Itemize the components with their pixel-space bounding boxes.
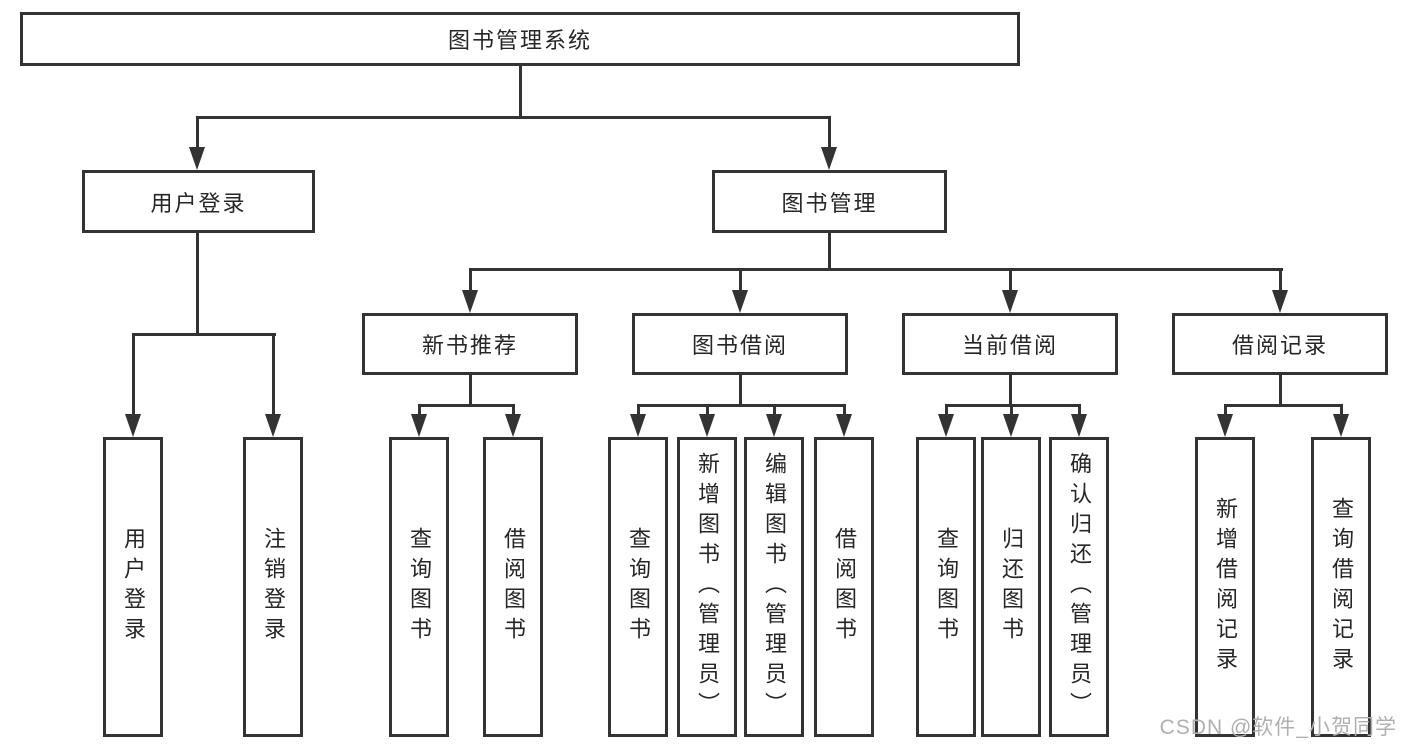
connector-line xyxy=(469,268,472,292)
connector-line xyxy=(196,116,199,150)
connector-line xyxy=(132,333,135,416)
leaf-add-borrow-record: 新增借阅记录 xyxy=(1195,437,1255,737)
connector-line xyxy=(1009,373,1012,406)
arrow-down-icon xyxy=(189,147,205,170)
arrow-down-icon xyxy=(1002,290,1018,313)
connector-line xyxy=(1010,404,1013,416)
connector-line xyxy=(706,404,709,416)
leaf-borrow-books-new: 借阅图书 xyxy=(483,437,543,737)
connector-line xyxy=(843,404,846,416)
leaf-edit-books-admin: 编辑图书（管理员） xyxy=(744,437,804,737)
node-user-login: 用户登录 xyxy=(82,170,315,233)
connector-line xyxy=(945,404,948,416)
connector-line xyxy=(132,333,276,336)
connector-line xyxy=(418,404,515,407)
leaf-query-books-new: 查询图书 xyxy=(389,437,449,737)
connector-line xyxy=(739,373,742,406)
watermark: CSDN @软件_小贺同学 xyxy=(1159,716,1397,739)
connector-line xyxy=(469,268,1283,271)
arrow-down-icon xyxy=(938,414,954,437)
arrow-down-icon xyxy=(125,414,141,437)
arrow-down-icon xyxy=(766,414,782,437)
arrow-down-icon xyxy=(462,290,478,313)
arrow-down-icon xyxy=(630,414,646,437)
leaf-borrow-books: 借阅图书 xyxy=(814,437,874,737)
connector-line xyxy=(469,373,472,406)
connector-line xyxy=(196,230,199,336)
connector-line xyxy=(828,116,831,150)
node-borrow-records: 借阅记录 xyxy=(1172,313,1388,375)
node-book-mgmt: 图书管理 xyxy=(712,170,947,233)
arrow-down-icon xyxy=(1333,414,1349,437)
connector-line xyxy=(196,116,831,119)
connector-line xyxy=(828,230,831,271)
connector-line xyxy=(773,404,776,416)
connector-line xyxy=(1279,373,1282,406)
connector-line xyxy=(739,268,742,292)
arrow-down-icon xyxy=(265,414,281,437)
arrow-down-icon xyxy=(1272,290,1288,313)
leaf-add-books-admin: 新增图书（管理员） xyxy=(677,437,737,737)
leaf-query-books-borrow: 查询图书 xyxy=(608,437,668,737)
arrow-down-icon xyxy=(505,414,521,437)
connector-line xyxy=(272,333,275,416)
connector-line xyxy=(512,404,515,416)
arrow-down-icon xyxy=(1071,414,1087,437)
arrow-down-icon xyxy=(411,414,427,437)
connector-line xyxy=(945,404,1081,407)
leaf-return-books: 归还图书 xyxy=(981,437,1041,737)
connector-line xyxy=(1279,268,1282,292)
connector-line xyxy=(1224,404,1343,407)
leaf-logout: 注销登录 xyxy=(243,437,303,737)
connector-line xyxy=(418,404,421,416)
arrow-down-icon xyxy=(821,147,837,170)
connector-line xyxy=(637,404,640,416)
connector-line xyxy=(637,404,846,407)
node-current-borrow: 当前借阅 xyxy=(902,313,1118,375)
arrow-down-icon xyxy=(1217,414,1233,437)
leaf-query-borrow-record: 查询借阅记录 xyxy=(1311,437,1371,737)
leaf-confirm-return-admin: 确认归还（管理员） xyxy=(1049,437,1109,737)
connector-line xyxy=(1224,404,1227,416)
connector-line xyxy=(1078,404,1081,416)
leaf-user-login: 用户登录 xyxy=(103,437,163,737)
arrow-down-icon xyxy=(1003,414,1019,437)
leaf-query-books-current: 查询图书 xyxy=(916,437,976,737)
node-book-borrow: 图书借阅 xyxy=(632,313,848,375)
node-root: 图书管理系统 xyxy=(20,12,1020,66)
connector-line xyxy=(1340,404,1343,416)
connector-line xyxy=(1009,268,1012,292)
node-new-books: 新书推荐 xyxy=(362,313,578,375)
arrow-down-icon xyxy=(699,414,715,437)
arrow-down-icon xyxy=(836,414,852,437)
connector-line xyxy=(519,64,522,118)
arrow-down-icon xyxy=(732,290,748,313)
